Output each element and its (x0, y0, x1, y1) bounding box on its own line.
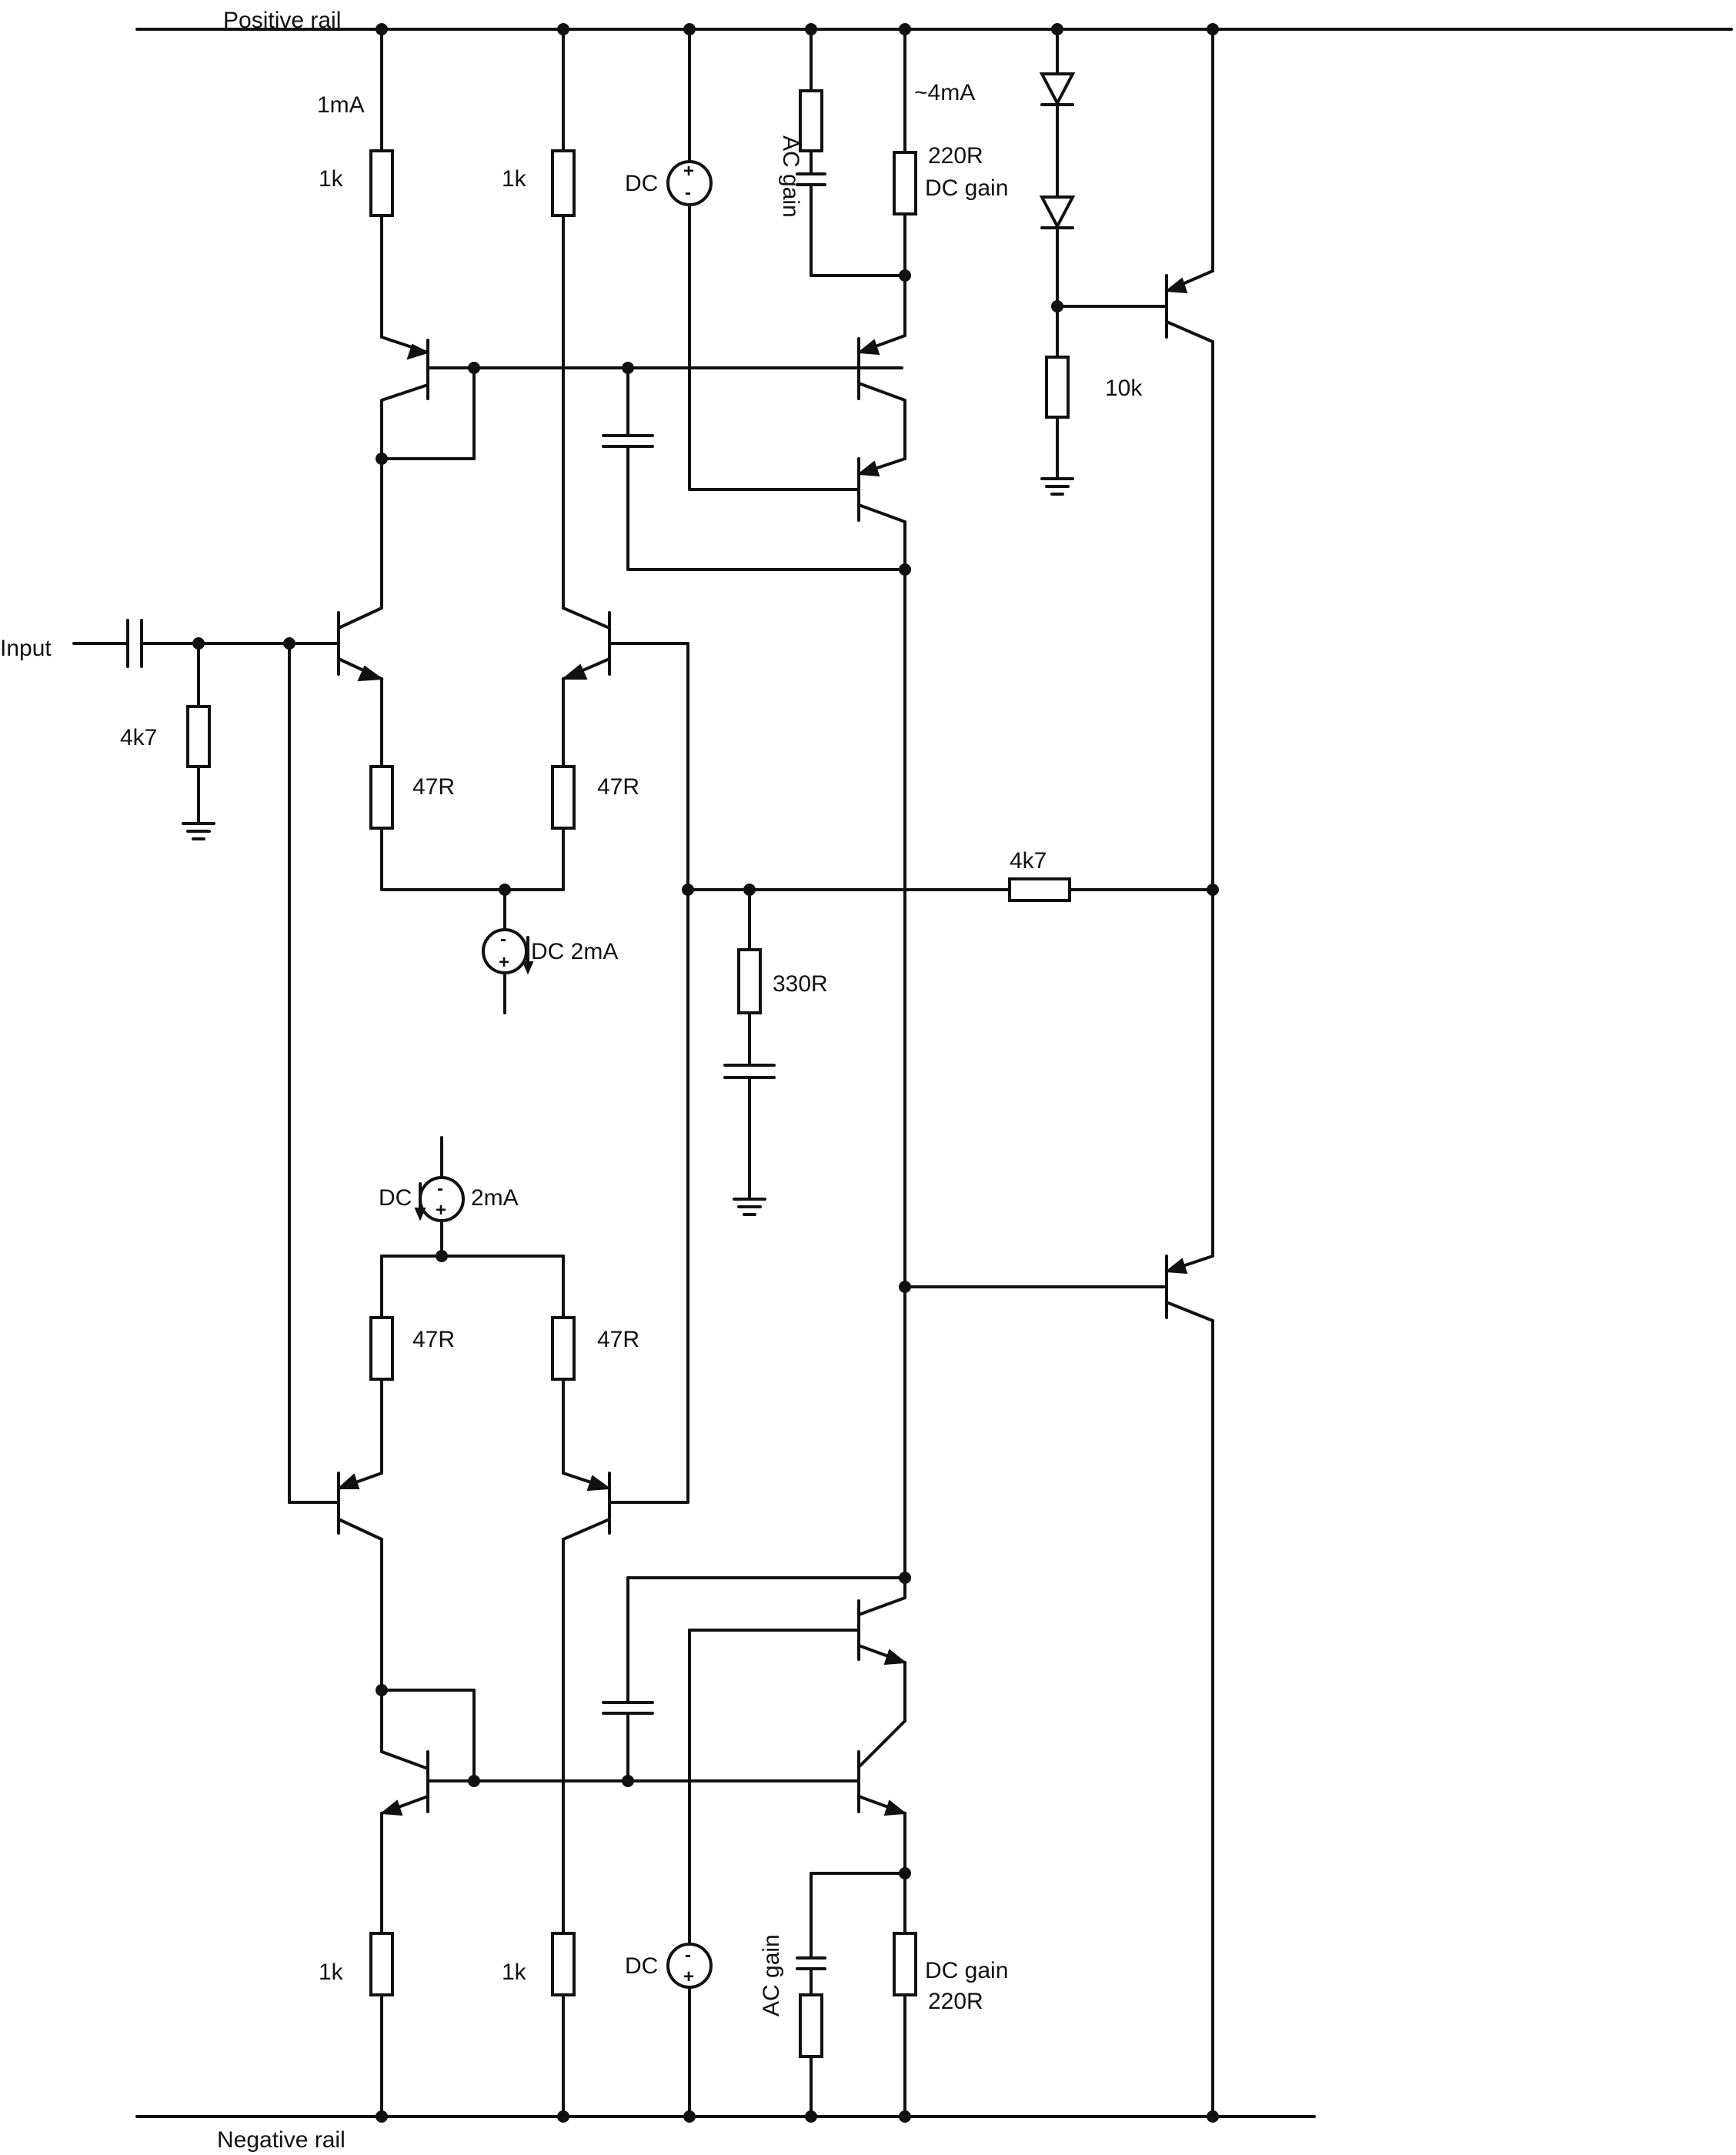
top-left-resistor-label: 1k (319, 166, 344, 192)
feedback-network (686, 642, 1214, 1504)
dc-gain-top-label: DC gain (925, 175, 1008, 201)
emitter-resistor-bl (369, 1316, 394, 1381)
top-current-mirror (369, 28, 903, 610)
tail-source-bottom-current-label: 2mA (471, 1185, 519, 1211)
bottom-left-resistor-label: 1k (319, 1960, 344, 1985)
emitter-resistor-br (551, 1316, 576, 1381)
bias-resistor (1045, 356, 1070, 419)
dc-top-plus: + (683, 161, 694, 182)
diode-lower (1039, 195, 1076, 230)
dc-gain-bottom-label: DC gain (925, 1958, 1008, 1983)
bottom-mid-resistor (551, 1932, 576, 1996)
tail-source-top-label: DC 2mA (531, 939, 618, 964)
diode-upper (1039, 72, 1076, 107)
emitter-resistor-tl (369, 765, 394, 830)
ac-gain-top-label: AC gain (778, 135, 803, 218)
bias-resistor-label: 10k (1105, 376, 1143, 401)
feedback-shunt-resistor-label: 330R (773, 971, 828, 997)
dc-gain-bottom-resistor (893, 1932, 917, 1996)
emitter-resistor-tr (551, 765, 576, 830)
tail-source-bottom-dc-label: DC (379, 1185, 412, 1211)
tail-top-minus: - (500, 929, 506, 950)
negative-rail-label: Negative rail (217, 2127, 346, 2153)
input-label: Input (0, 636, 52, 661)
dc-source-bottom-label: DC (625, 1953, 658, 1979)
dc-gain-top-resistor (893, 151, 917, 216)
bottom-left-resistor (369, 1932, 394, 1996)
top-differential-pair (337, 606, 689, 1014)
bottom-current-mirror (369, 1689, 860, 2118)
input-resistor-label: 4k7 (120, 725, 157, 750)
bottom-vas (602, 1576, 917, 2118)
dc-bottom-minus: - (685, 1945, 691, 1966)
input-stage (72, 619, 340, 1504)
emitter-resistor-br-label: 47R (597, 1327, 639, 1352)
positive-rail-label: Positive rail (223, 8, 341, 33)
tail-bottom-plus: + (436, 1200, 446, 1221)
junction-dots (192, 23, 1219, 2123)
top-vas (602, 28, 917, 1579)
bottom-mid-resistor-label: 1k (502, 1960, 527, 1985)
vas-current-label: ~4mA (914, 80, 975, 105)
bias-chain (1039, 28, 1168, 496)
feedback-resistor-label: 4k7 (1010, 848, 1047, 874)
output-stage (903, 28, 1214, 2118)
ac-gain-bottom-resistor (799, 1993, 823, 2058)
input-resistor (186, 705, 211, 768)
dc-source-top-label: DC (625, 171, 658, 196)
emitter-resistor-tl-label: 47R (412, 774, 455, 800)
tail-top-plus: + (499, 952, 509, 973)
tail-bottom-minus: - (437, 1178, 443, 1199)
top-left-resistor (369, 149, 394, 217)
emitter-resistor-tr-label: 47R (597, 774, 639, 800)
feedback-resistor (1008, 877, 1071, 902)
dc-gain-top-value-label: 220R (928, 143, 983, 169)
top-mid-resistor (551, 149, 576, 217)
dc-bottom-plus: + (683, 1966, 694, 1987)
top-left-current-label: 1mA (317, 92, 365, 118)
top-mid-resistor-label: 1k (502, 166, 527, 192)
feedback-shunt-resistor (737, 948, 762, 1014)
dc-top-minus: - (685, 182, 691, 203)
bottom-differential-pair (288, 1136, 689, 1935)
dc-gain-bottom-value-label: 220R (928, 1989, 983, 2014)
emitter-resistor-bl-label: 47R (412, 1327, 455, 1352)
ac-gain-bottom-label: AC gain (759, 1934, 784, 2016)
